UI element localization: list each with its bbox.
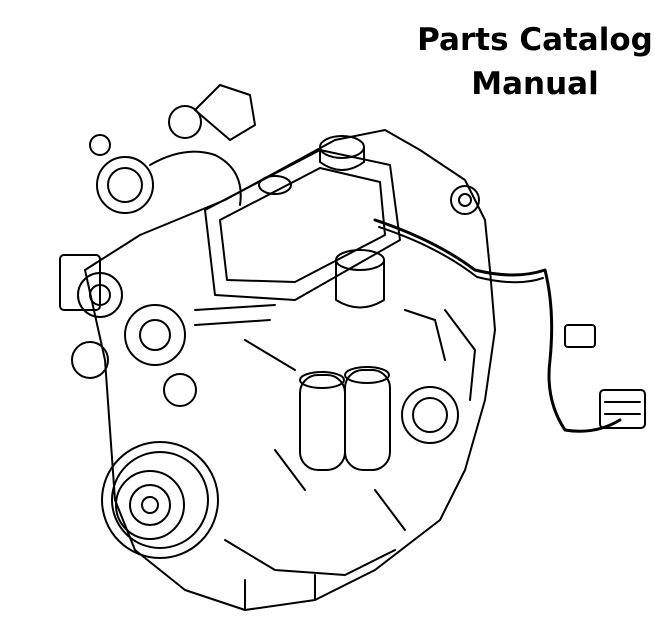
engine-illustration [59,84,646,611]
title-line-1: Parts Catalog [417,22,653,58]
title-line-2: Manual [471,66,599,102]
catalog-title: Parts Catalog Manual [415,18,655,106]
